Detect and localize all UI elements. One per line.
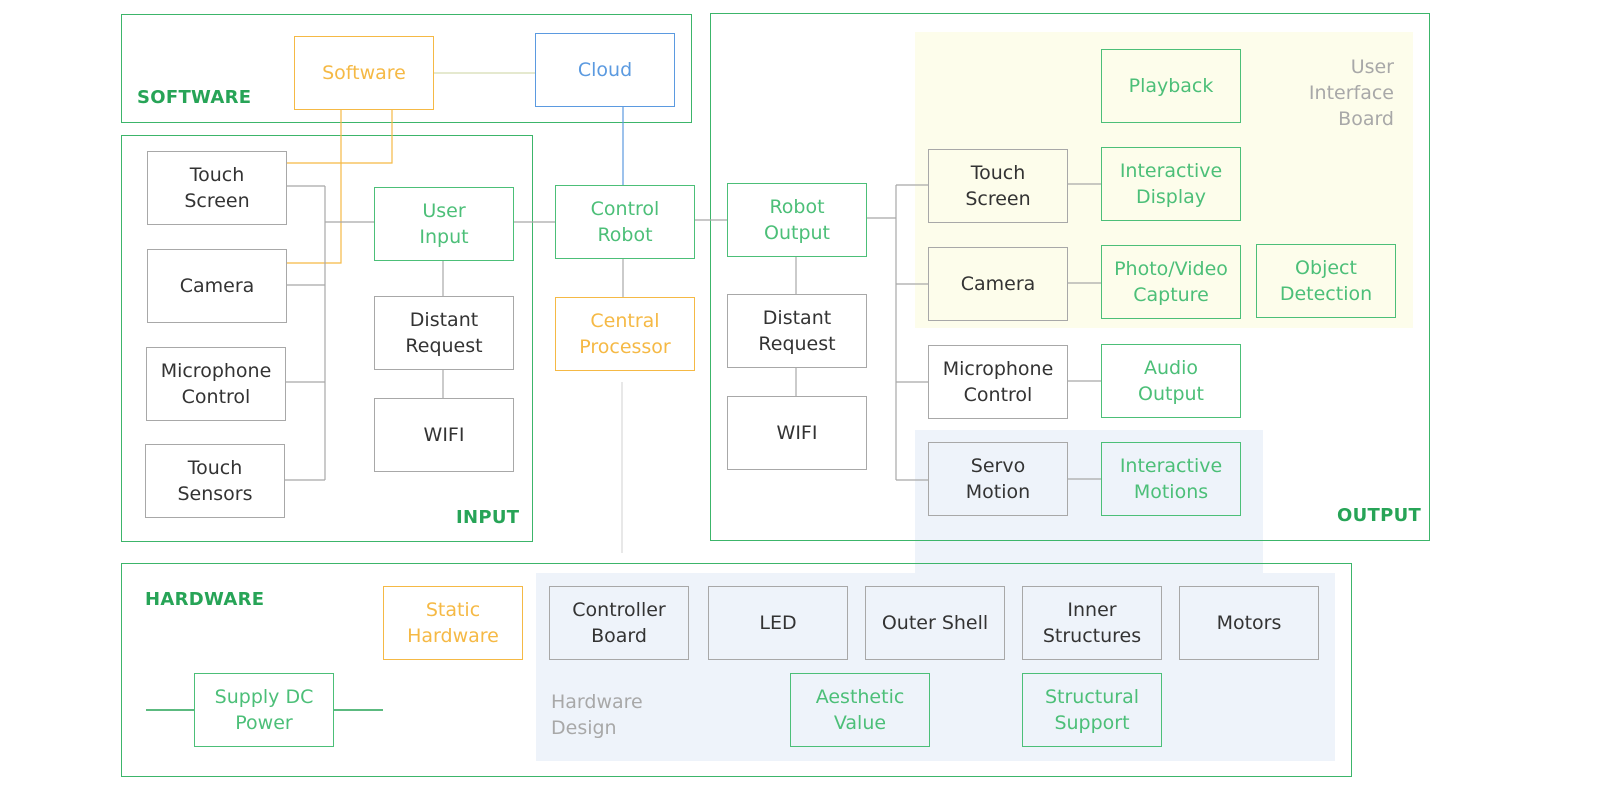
output-touch-screen-node[interactable]: Touch Screen [928, 149, 1068, 223]
software-node[interactable]: Software [294, 36, 434, 110]
central-processor-node[interactable]: Central Processor [555, 297, 695, 371]
output-group-label: OUTPUT [1337, 505, 1422, 526]
audio-output-node[interactable]: Audio Output [1101, 344, 1241, 418]
led-node[interactable]: LED [708, 586, 848, 660]
ui-board-region [915, 32, 1413, 328]
user-input-node[interactable]: User Input [374, 187, 514, 261]
input-touch-sensors-node[interactable]: Touch Sensors [145, 444, 285, 518]
hardware-design-label: Hardware Design [551, 691, 643, 739]
control-robot-node[interactable]: Control Robot [555, 185, 695, 259]
inner-structures-node[interactable]: Inner Structures [1022, 586, 1162, 660]
playback-node[interactable]: Playback [1101, 49, 1241, 123]
static-hardware-node[interactable]: Static Hardware [383, 586, 523, 660]
input-group-label: INPUT [456, 507, 520, 528]
motors-node[interactable]: Motors [1179, 586, 1319, 660]
interactive-motions-node[interactable]: Interactive Motions [1101, 442, 1241, 516]
input-camera-node[interactable]: Camera [147, 249, 287, 323]
output-microphone-node[interactable]: Microphone Control [928, 345, 1068, 419]
robot-output-node[interactable]: Robot Output [727, 183, 867, 257]
ui-board-label: User Interface Board [1308, 56, 1394, 130]
servo-region [915, 430, 1263, 575]
hardware-group-label: HARDWARE [145, 589, 265, 610]
output-wifi-node[interactable]: WIFI [727, 396, 867, 470]
software-group-label: SOFTWARE [137, 87, 252, 108]
output-distant-request-node[interactable]: Distant Request [727, 294, 867, 368]
software-group [121, 14, 692, 123]
aesthetic-value-node[interactable]: Aesthetic Value [790, 673, 930, 747]
interactive-display-node[interactable]: Interactive Display [1101, 147, 1241, 221]
input-touch-screen-node[interactable]: Touch Screen [147, 151, 287, 225]
hardware-design-region [536, 573, 1335, 761]
cloud-node[interactable]: Cloud [535, 33, 675, 107]
supply-dc-power-node[interactable]: Supply DC Power [194, 673, 334, 747]
photo-video-capture-node[interactable]: Photo/Video Capture [1101, 245, 1241, 319]
input-distant-request-node[interactable]: Distant Request [374, 296, 514, 370]
output-group [710, 13, 1430, 541]
servo-motion-node[interactable]: Servo Motion [928, 442, 1068, 516]
output-camera-node[interactable]: Camera [928, 247, 1068, 321]
structural-support-node[interactable]: Structural Support [1022, 673, 1162, 747]
hardware-group [121, 563, 1352, 777]
controller-board-node[interactable]: Controller Board [549, 586, 689, 660]
input-wifi-node[interactable]: WIFI [374, 398, 514, 472]
object-detection-node[interactable]: Object Detection [1256, 244, 1396, 318]
outer-shell-node[interactable]: Outer Shell [865, 586, 1005, 660]
input-microphone-node[interactable]: Microphone Control [146, 347, 286, 421]
